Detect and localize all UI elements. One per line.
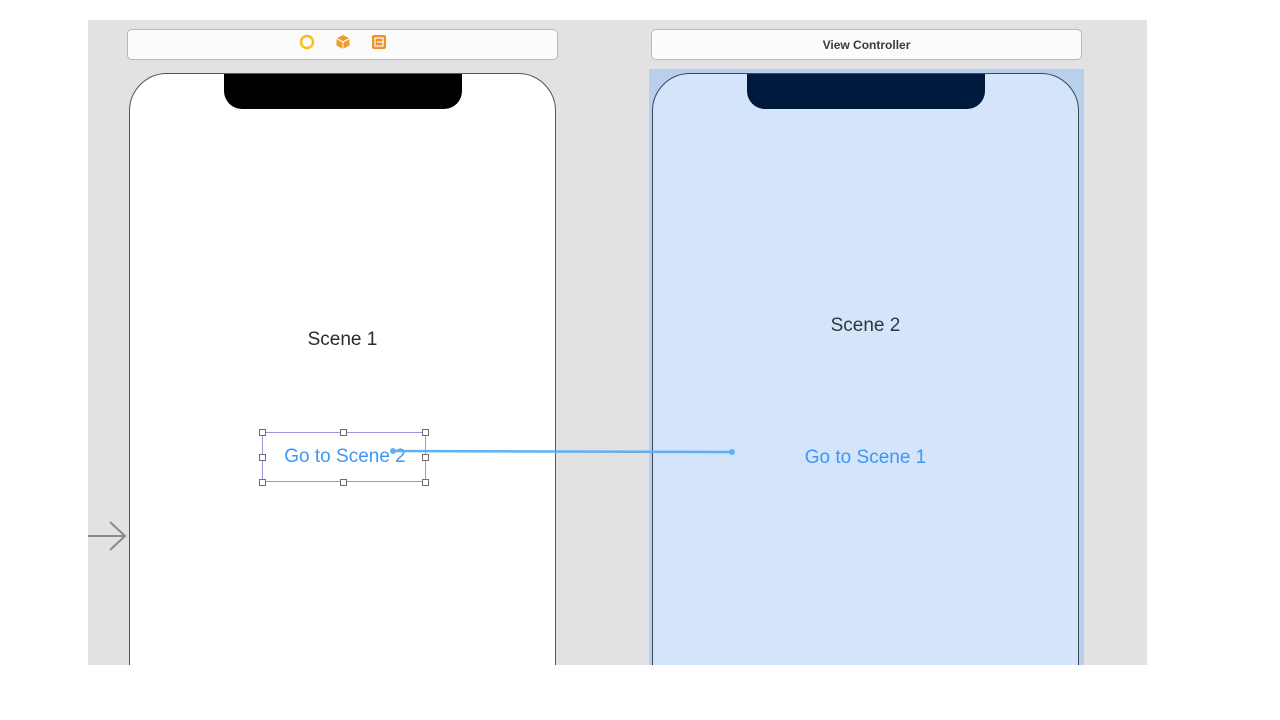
go-to-scene-2-button[interactable]: Go to Scene 2 <box>284 446 406 467</box>
first-responder-icon[interactable] <box>335 34 351 55</box>
scene1-view-controller[interactable]: Scene 1 Go to Scene 2 <box>129 73 556 665</box>
scene2-view-controller[interactable]: Scene 2 Go to Scene 1 <box>652 73 1079 665</box>
scene2-label[interactable]: Scene 2 <box>830 315 901 336</box>
selection-outline <box>262 432 426 482</box>
scene2-title: View Controller <box>822 37 911 52</box>
resize-handle-top-left[interactable] <box>259 429 266 436</box>
entry-point-arrow-icon[interactable] <box>88 518 128 554</box>
resize-handle-top-right[interactable] <box>422 429 429 436</box>
storyboard-canvas[interactable]: View Controller Scene 1 Go to Scene 2 Sc… <box>88 20 1147 665</box>
resize-handle-right[interactable] <box>422 454 429 461</box>
exit-icon[interactable] <box>371 34 387 55</box>
resize-handle-top[interactable] <box>340 429 347 436</box>
device-notch <box>224 74 462 109</box>
resize-handle-bottom-left[interactable] <box>259 479 266 486</box>
device-notch <box>747 74 985 109</box>
resize-handle-bottom[interactable] <box>340 479 347 486</box>
scene1-label[interactable]: Scene 1 <box>307 329 378 350</box>
view-controller-icon[interactable] <box>299 34 315 55</box>
scene1-dock-bar[interactable] <box>127 29 558 60</box>
go-to-scene-1-button[interactable]: Go to Scene 1 <box>804 447 927 468</box>
resize-handle-bottom-right[interactable] <box>422 479 429 486</box>
scene2-dock-bar[interactable]: View Controller <box>651 29 1082 60</box>
resize-handle-left[interactable] <box>259 454 266 461</box>
